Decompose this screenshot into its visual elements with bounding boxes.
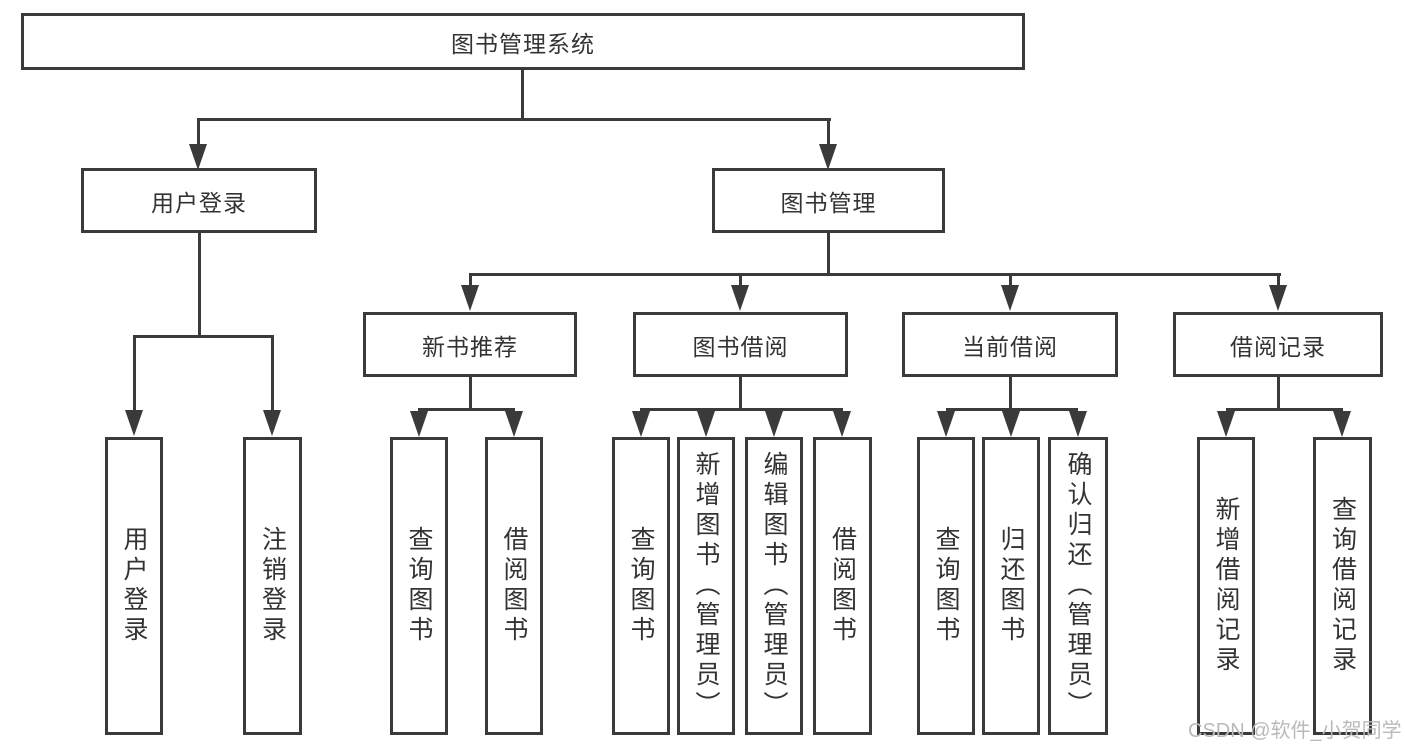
connector-to-new-book	[469, 273, 472, 289]
leaf-query-books-borrow: 查询图书	[612, 437, 670, 735]
connector-to-leaf-login	[133, 335, 136, 412]
connector-to-current-borrow	[1009, 273, 1012, 289]
leaf-query-borrow-record: 查询借阅记录	[1313, 437, 1372, 735]
connector-new-book-branch	[418, 408, 515, 411]
leaf-logout: 注销登录	[243, 437, 302, 735]
leaf-borrow-books: 借阅图书	[813, 437, 872, 735]
connector-to-book-management	[827, 118, 830, 146]
connector-current-borrow-stem	[1009, 377, 1012, 409]
arrow-book-borrow-leaf3-icon	[765, 411, 783, 437]
arrow-book-borrow-leaf1-icon	[632, 411, 650, 437]
node-root-library-system: 图书管理系统	[21, 13, 1025, 70]
connector-to-borrow-records	[1277, 273, 1280, 289]
connector-to-leaf-logout	[271, 335, 274, 412]
arrow-to-borrow-records-icon	[1269, 285, 1287, 311]
arrow-new-book-leaf2-icon	[505, 411, 523, 437]
leaf-confirm-return-admin: 确认归还（管理员）	[1048, 437, 1108, 735]
arrow-current-leaf3-icon	[1069, 411, 1087, 437]
arrow-book-borrow-leaf2-icon	[697, 411, 715, 437]
leaf-return-books: 归还图书	[982, 437, 1040, 735]
arrow-to-book-management-icon	[819, 144, 837, 170]
connector-records-stem	[1277, 377, 1280, 409]
connector-user-login-stem	[198, 233, 201, 336]
connector-level2-branch	[197, 118, 831, 121]
arrow-records-leaf1-icon	[1217, 411, 1235, 437]
node-book-management: 图书管理	[712, 168, 945, 233]
arrow-to-leaf-login-icon	[125, 410, 143, 436]
connector-user-login-branch	[133, 335, 273, 338]
leaf-query-books-recommend: 查询图书	[390, 437, 448, 735]
leaf-add-borrow-record: 新增借阅记录	[1197, 437, 1255, 735]
leaf-user-login: 用户登录	[105, 437, 163, 735]
arrow-book-borrow-leaf4-icon	[833, 411, 851, 437]
leaf-edit-books-admin: 编辑图书（管理员）	[745, 437, 803, 735]
connector-to-book-borrow	[739, 273, 742, 289]
leaf-query-books-current: 查询图书	[917, 437, 975, 735]
connector-new-book-stem	[469, 377, 472, 409]
node-book-borrow: 图书借阅	[633, 312, 848, 377]
connector-current-borrow-branch	[946, 408, 1078, 411]
arrow-to-user-login-icon	[189, 144, 207, 170]
node-borrow-records: 借阅记录	[1173, 312, 1383, 377]
connector-root-stem	[521, 70, 524, 118]
node-user-login: 用户登录	[81, 168, 317, 233]
connector-records-branch	[1226, 408, 1343, 411]
connector-level3-branch	[469, 273, 1281, 276]
connector-book-borrow-stem	[739, 377, 742, 409]
arrow-records-leaf2-icon	[1333, 411, 1351, 437]
arrow-current-leaf1-icon	[937, 411, 955, 437]
arrow-to-new-book-icon	[461, 285, 479, 311]
arrow-current-leaf2-icon	[1002, 411, 1020, 437]
connector-to-user-login	[197, 118, 200, 146]
leaf-borrow-books-recommend: 借阅图书	[485, 437, 543, 735]
leaf-add-books-admin: 新增图书（管理员）	[677, 437, 735, 735]
arrow-new-book-leaf1-icon	[410, 411, 428, 437]
connector-book-borrow-branch	[640, 408, 843, 411]
node-new-book-recommend: 新书推荐	[363, 312, 577, 377]
connector-book-mgmt-stem	[827, 233, 830, 275]
arrow-to-leaf-logout-icon	[263, 410, 281, 436]
arrow-to-book-borrow-icon	[731, 285, 749, 311]
csdn-watermark: CSDN @软件_小贺同学	[1188, 720, 1402, 742]
arrow-to-current-borrow-icon	[1001, 285, 1019, 311]
node-current-borrow: 当前借阅	[902, 312, 1118, 377]
